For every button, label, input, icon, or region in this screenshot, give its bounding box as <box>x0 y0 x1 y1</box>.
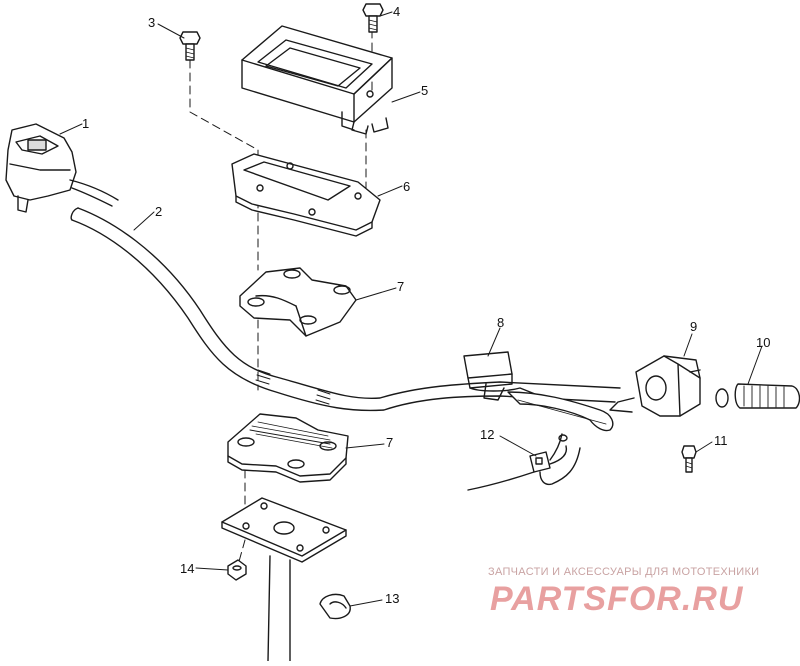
watermark-caption: ЗАПЧАСТИ И АКСЕССУАРЫ ДЛЯ МОТОТЕХНИКИ <box>488 566 760 578</box>
part-2-handlebar <box>70 207 621 412</box>
part-14-nut <box>227 559 247 581</box>
part-7-clamp-lower <box>227 413 349 483</box>
part-9-throttle-housing <box>609 355 701 417</box>
part-8-brake-master-cylinder <box>463 351 541 401</box>
callout-1: 1 <box>82 116 90 131</box>
part-11-screw <box>681 445 697 473</box>
callout-3: 3 <box>148 15 156 30</box>
part-5-handlebar-pad <box>241 25 393 135</box>
knurling <box>255 369 331 405</box>
callout-12: 12 <box>480 427 495 442</box>
part-3-bolt <box>179 31 201 61</box>
part-12-switch <box>467 433 581 491</box>
leader-lines <box>59 11 763 607</box>
watermark-logo-text: PARTSFOR.RU <box>490 580 744 618</box>
watermark-logo: PARTSFOR.RU <box>490 580 744 618</box>
part-13-clip <box>319 593 351 620</box>
part-6-plate <box>231 153 381 237</box>
callout-13: 13 <box>385 591 400 606</box>
callout-9: 9 <box>690 319 698 334</box>
callout-14: 14 <box>180 561 195 576</box>
mounting-plate <box>221 497 347 662</box>
callout-8: 8 <box>497 315 505 330</box>
callout-5: 5 <box>421 83 429 98</box>
callout-11: 11 <box>714 433 728 448</box>
brake-lever <box>507 391 614 432</box>
callout-4: 4 <box>393 4 401 19</box>
callout-2: 2 <box>155 204 163 219</box>
callout-7-lower: 7 <box>386 435 394 450</box>
part-4-bolt <box>362 3 384 33</box>
callout-6: 6 <box>403 179 411 194</box>
callout-10: 10 <box>756 335 771 350</box>
callout-7-upper: 7 <box>397 279 405 294</box>
part-1-switch-housing <box>5 123 119 213</box>
part-10-grip <box>715 383 800 409</box>
part-7-clamp-upper <box>239 267 357 337</box>
